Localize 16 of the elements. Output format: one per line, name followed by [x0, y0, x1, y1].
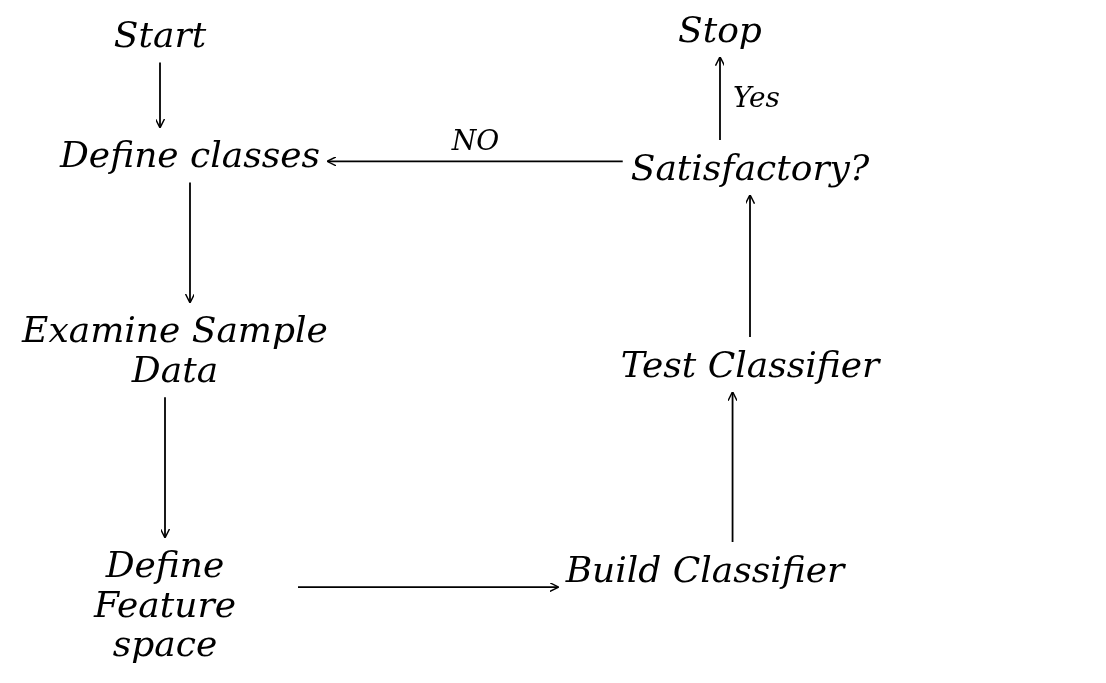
step-text: Start	[113, 15, 207, 55]
arrow	[297, 581, 560, 593]
step-text: Stop	[678, 10, 762, 50]
arrow	[727, 390, 738, 543]
arrow	[326, 156, 624, 167]
step-text: Examine Sample Data	[20, 310, 329, 390]
arrow	[744, 193, 756, 338]
arrow	[714, 55, 726, 141]
step-text: Build Classifier	[565, 550, 845, 590]
arrow	[159, 396, 171, 539]
step-text: Define classes	[60, 135, 320, 175]
step-text: Satisfactory?	[630, 148, 870, 188]
arrow	[184, 181, 196, 304]
step-text: Define Feature space	[92, 545, 237, 664]
arrow	[154, 61, 166, 129]
step-text: Test Classifier	[620, 345, 880, 385]
